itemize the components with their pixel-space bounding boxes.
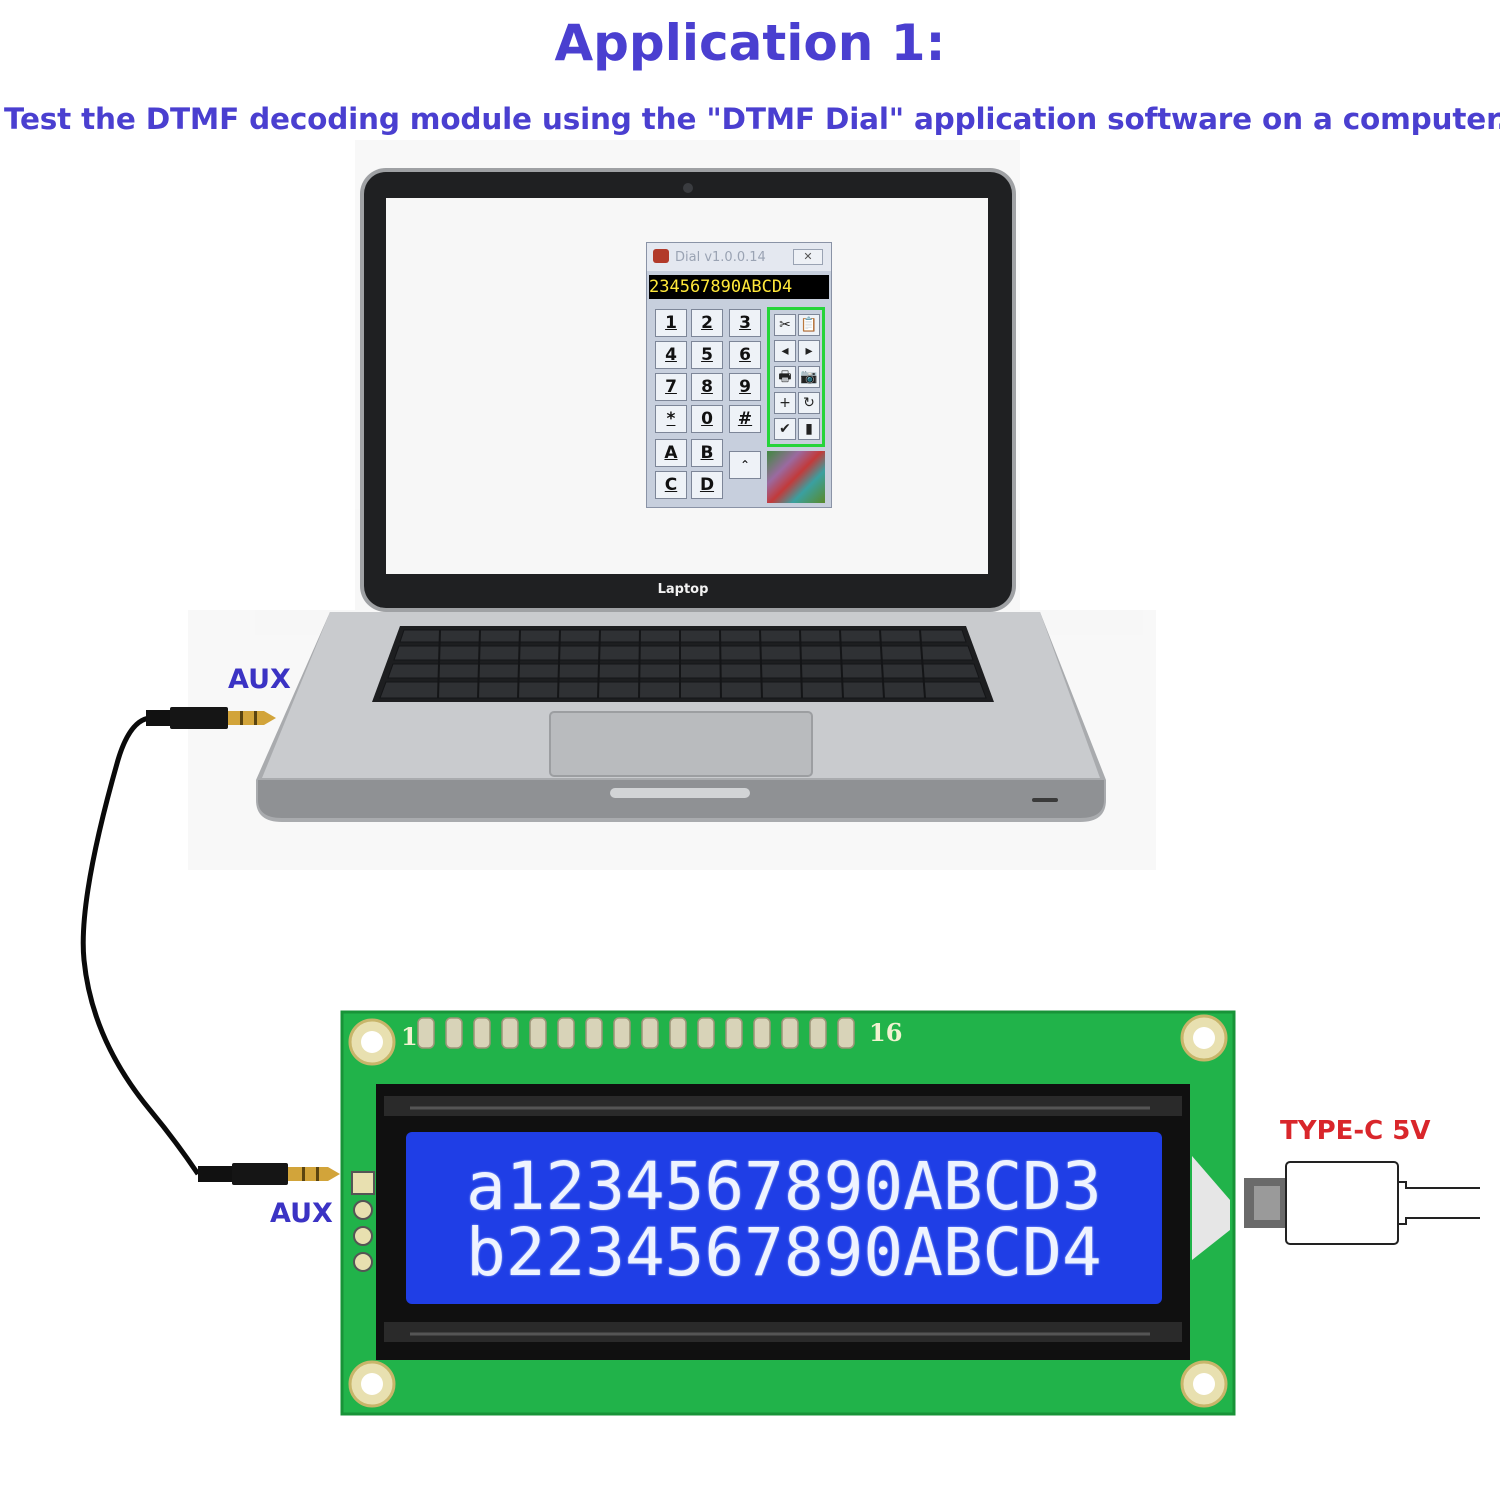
- dial-window-title: Dial v1.0.0.14: [675, 250, 766, 265]
- key-1[interactable]: 1: [655, 309, 687, 337]
- dial-tool-panel: ✂ 📋 ◂ ▸ 🖶 📷 + ↻ ✔ ▮: [767, 307, 825, 447]
- phone-icon: [653, 249, 669, 263]
- prev-icon[interactable]: ◂: [774, 340, 796, 362]
- dial-app-window: Dial v1.0.0.14 ✕ 234567890ABCD4 1 2 3 4 …: [646, 242, 832, 508]
- aux-jack-bottom: [198, 1163, 340, 1185]
- key-4[interactable]: 4: [655, 341, 687, 369]
- lcd-line-2: b2234567890ABCD4: [466, 1214, 1102, 1291]
- audio-cable: [80, 715, 201, 1176]
- camera-icon[interactable]: 📷: [798, 366, 820, 388]
- aux-label-top: AUX: [228, 664, 291, 695]
- key-5[interactable]: 5: [691, 341, 723, 369]
- lcd-module: [340, 1010, 1236, 1416]
- key-d[interactable]: D: [691, 471, 723, 499]
- key-b[interactable]: B: [691, 439, 723, 467]
- key-6[interactable]: 6: [729, 341, 761, 369]
- lcd-screen: [406, 1132, 1162, 1304]
- typec-power-label: TYPE-C 5V: [1280, 1116, 1431, 1146]
- laptop-base: [256, 612, 1106, 822]
- cut-icon[interactable]: ✂: [774, 314, 796, 336]
- close-button[interactable]: ✕: [793, 249, 823, 265]
- key-2[interactable]: 2: [691, 309, 723, 337]
- next-icon[interactable]: ▸: [798, 340, 820, 362]
- redial-icon[interactable]: ↻: [798, 392, 820, 414]
- laptop-brand-label: Laptop: [657, 582, 709, 597]
- key-0[interactable]: 0: [691, 405, 723, 433]
- aux-label-bottom: AUX: [270, 1198, 333, 1229]
- pin-1-label: 1: [401, 1022, 418, 1051]
- check-icon[interactable]: ✔: [774, 418, 796, 440]
- key-7[interactable]: 7: [655, 373, 687, 401]
- scroll-up-button[interactable]: ⌃: [729, 451, 761, 479]
- dial-phone-image[interactable]: [767, 451, 825, 503]
- key-c[interactable]: C: [655, 471, 687, 499]
- key-3[interactable]: 3: [729, 309, 761, 337]
- key-a[interactable]: A: [655, 439, 687, 467]
- page-title: Application 1:: [554, 14, 946, 72]
- usb-typec-connector: [1244, 1161, 1480, 1245]
- lcd-line-1: a1234567890ABCD3: [466, 1148, 1102, 1225]
- paste-icon[interactable]: 📋: [798, 314, 820, 336]
- battery-icon[interactable]: ▮: [798, 418, 820, 440]
- aux-jack-top: [146, 707, 276, 729]
- dial-number-display: 234567890ABCD4: [649, 275, 829, 299]
- key-star[interactable]: *: [655, 405, 687, 433]
- key-9[interactable]: 9: [729, 373, 761, 401]
- key-8[interactable]: 8: [691, 373, 723, 401]
- page-subtitle: Test the DTMF decoding module using the …: [4, 102, 1500, 136]
- print-icon[interactable]: 🖶: [774, 366, 796, 388]
- dial-titlebar[interactable]: Dial v1.0.0.14 ✕: [647, 243, 831, 271]
- add-icon[interactable]: +: [774, 392, 796, 414]
- key-hash[interactable]: #: [729, 405, 761, 433]
- pin-16-label: 16: [869, 1018, 903, 1047]
